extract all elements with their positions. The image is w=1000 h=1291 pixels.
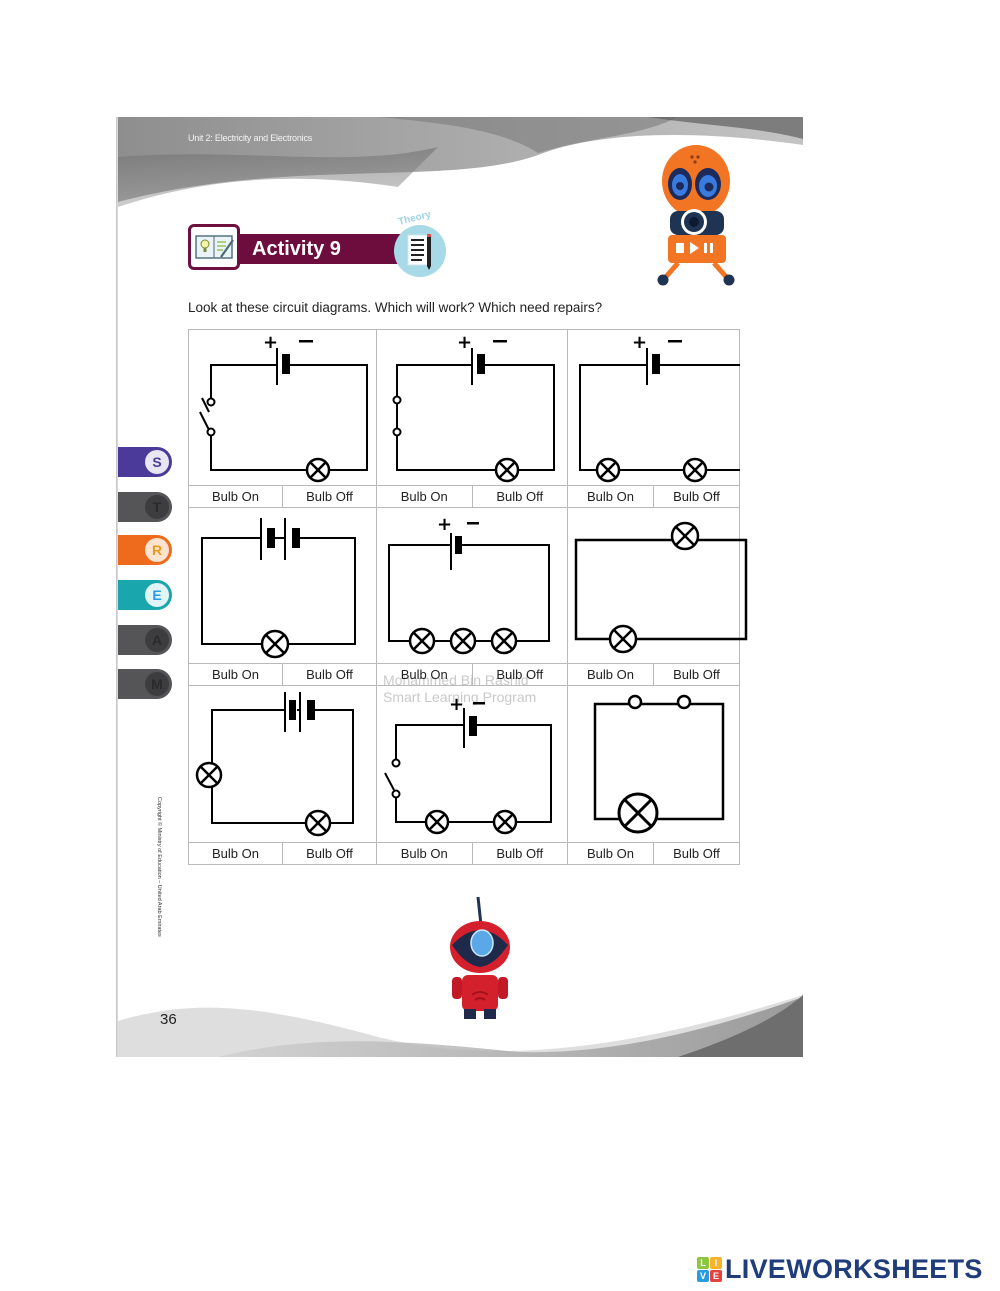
page-number: 36 [160,1011,177,1028]
answer-options: Bulb On Bulb Off [189,485,376,507]
circuit-cell-1: + Bulb On Bulb Off [188,329,377,508]
bulb-off-option[interactable]: Bulb Off [282,843,376,864]
liveworksheets-brand: L I V E LIVEWORKSHEETS [697,1254,983,1284]
circuit-cell-4: Bulb On Bulb Off [188,507,377,686]
unit-title: Unit 2: Electricity and Electronics [188,133,313,143]
svg-text:+: + [263,332,278,353]
circuit-diagram-open-switch: + [199,332,368,483]
svg-text:+: + [632,332,647,353]
steam-tab-technology: T [118,492,172,522]
circuit-cell-7: Bulb On Bulb Off [188,685,377,865]
circuit-diagram-two-bulbs: + [579,332,740,483]
steam-tab-robotics: R [118,535,172,565]
tab-letter: A [145,628,169,652]
header-decoration [118,117,803,207]
tab-letter: M [145,672,169,696]
bulb-off-option[interactable]: Bulb Off [282,486,376,507]
circuit-diagram-open-switch-two-bulbs: + [384,694,552,835]
steam-tab-engineering: E [118,580,172,610]
activity-bar [236,234,408,264]
worksheet-page: Unit 2: Electricity and Electronics Acti… [118,117,803,1057]
circuit-cell-6: Bulb On Bulb Off [567,507,748,686]
circuit-diagram-two-cells [201,518,356,659]
tab-letter: S [145,450,169,474]
answer-options: Bulb On Bulb Off [189,663,376,685]
circuit-cell-2: + Bulb On Bulb Off [376,329,568,508]
logo-letter: V [697,1269,709,1282]
watermark-line: Smart Learning Program [383,689,537,705]
bulb-on-option[interactable]: Bulb On [212,667,259,682]
answer-options: Bulb On Bulb Off [377,663,567,685]
logo-letter: I [710,1256,722,1269]
svg-text:+: + [457,332,472,353]
bulb-off-option[interactable]: Bulb Off [653,843,739,864]
liveworksheets-logo-icon: L I V E [697,1256,722,1282]
bulb-off-option[interactable]: Bulb Off [653,664,739,685]
answer-options: Bulb On Bulb Off [377,842,567,864]
theory-checklist-icon [394,225,446,277]
circuit-diagram-open-terminals [593,694,725,834]
orange-robot-illustration [657,145,735,286]
circuit-diagram-closed-switch: + [392,332,555,483]
bulb-on-option[interactable]: Bulb On [587,846,634,861]
bulb-off-option[interactable]: Bulb Off [471,843,568,864]
answer-options: Bulb On Bulb Off [568,663,739,685]
page-edge [116,117,119,1057]
circuit-cell-3: + Bulb On Bulb Off [567,329,740,508]
bulb-on-option[interactable]: Bulb On [587,667,634,682]
circuit-cell-9: Bulb On Bulb Off [567,685,740,865]
tab-letter: R [145,538,169,562]
circuit-grid: + Bulb On Bulb Off + [188,329,748,865]
bulb-off-option[interactable]: Bulb Off [282,664,376,685]
answer-options: Bulb On Bulb Off [189,842,376,864]
answer-options: Bulb On Bulb Off [377,485,567,507]
tab-letter: E [145,583,169,607]
circuit-diagram-three-bulbs: + [388,514,550,655]
bulb-on-option[interactable]: Bulb On [212,846,259,861]
bulb-on-option[interactable]: Bulb On [587,489,634,504]
notebook-icon [188,224,240,270]
logo-letter: E [710,1269,722,1282]
watermark-line: Mohammed Bin Rashid [383,672,529,688]
svg-text:+: + [449,694,464,715]
circuit-diagram-two-cells-two-bulbs [195,692,354,837]
logo-letter: L [697,1256,709,1269]
answer-options: Bulb On Bulb Off [568,842,739,864]
footer-decoration [118,995,803,1057]
steam-tab-arts: A [118,625,172,655]
bulb-on-option[interactable]: Bulb On [400,846,448,861]
bulb-off-option[interactable]: Bulb Off [471,664,568,685]
activity-title: Activity 9 [252,238,341,260]
bulb-off-option[interactable]: Bulb Off [471,486,568,507]
bulb-off-option[interactable]: Bulb Off [653,486,739,507]
tab-letter: T [145,495,169,519]
bulb-on-option[interactable]: Bulb On [400,489,448,504]
circuit-cell-8: + Bulb On Bulb Off [376,685,568,865]
activity-banner: Activity 9 [188,224,408,272]
circuit-cell-5: + Bulb On Bulb Off [376,507,568,686]
bulb-on-option[interactable]: Bulb On [400,667,448,682]
circuit-diagram-no-battery [574,521,748,654]
instruction-text: Look at these circuit diagrams. Which wi… [188,300,603,315]
bulb-on-option[interactable]: Bulb On [212,489,259,504]
steam-tab-math: M [118,669,172,699]
answer-options: Bulb On Bulb Off [568,485,739,507]
brand-name: LIVEWORKSHEETS [725,1253,983,1284]
watermark: Mohammed Bin Rashid Smart Learning Progr… [383,672,563,706]
red-robot-illustration [450,896,510,1019]
steam-tab-science: S [118,447,172,477]
svg-text:+: + [437,514,452,535]
